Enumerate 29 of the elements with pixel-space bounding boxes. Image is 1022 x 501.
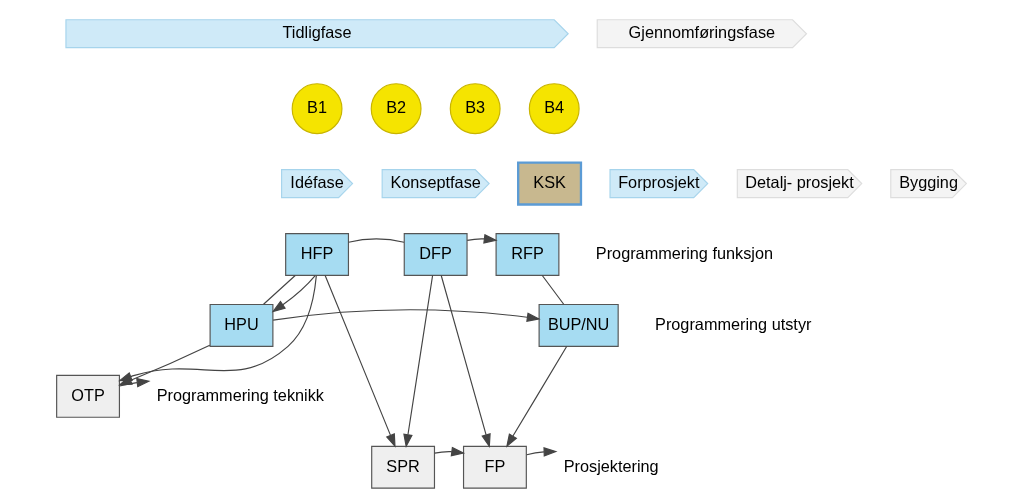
arrow — [271, 274, 316, 313]
arrow — [324, 274, 396, 448]
node-box: SPR — [370, 445, 435, 489]
node-circle: B1 — [291, 83, 342, 135]
arrow — [525, 447, 557, 457]
arrow — [440, 274, 491, 448]
node-box: HFP — [284, 233, 349, 276]
connector — [541, 274, 564, 305]
arrow — [272, 309, 541, 323]
node-circle: B3 — [449, 83, 501, 135]
arrow — [466, 233, 498, 244]
node-text: Programmering teknikk — [156, 385, 324, 404]
arrow — [433, 446, 465, 457]
node-circle: B4 — [528, 83, 580, 135]
arrow — [505, 346, 567, 448]
node-box: RFP — [495, 233, 559, 276]
node-circle: B2 — [370, 83, 422, 135]
node-box: HPU — [209, 303, 273, 347]
connector — [262, 274, 296, 305]
node-box: DFP — [403, 233, 468, 276]
node-box: BUP/NU — [538, 303, 619, 347]
label: Programmering utstyr — [654, 314, 811, 333]
label: Programmering funksjon — [595, 243, 773, 262]
node-box: OTP — [55, 374, 120, 418]
node-text: Prosjektering — [563, 456, 659, 475]
node-box: FP — [462, 445, 527, 489]
connector — [347, 238, 405, 243]
node-box: KSK — [516, 161, 582, 206]
arrow — [402, 274, 433, 448]
